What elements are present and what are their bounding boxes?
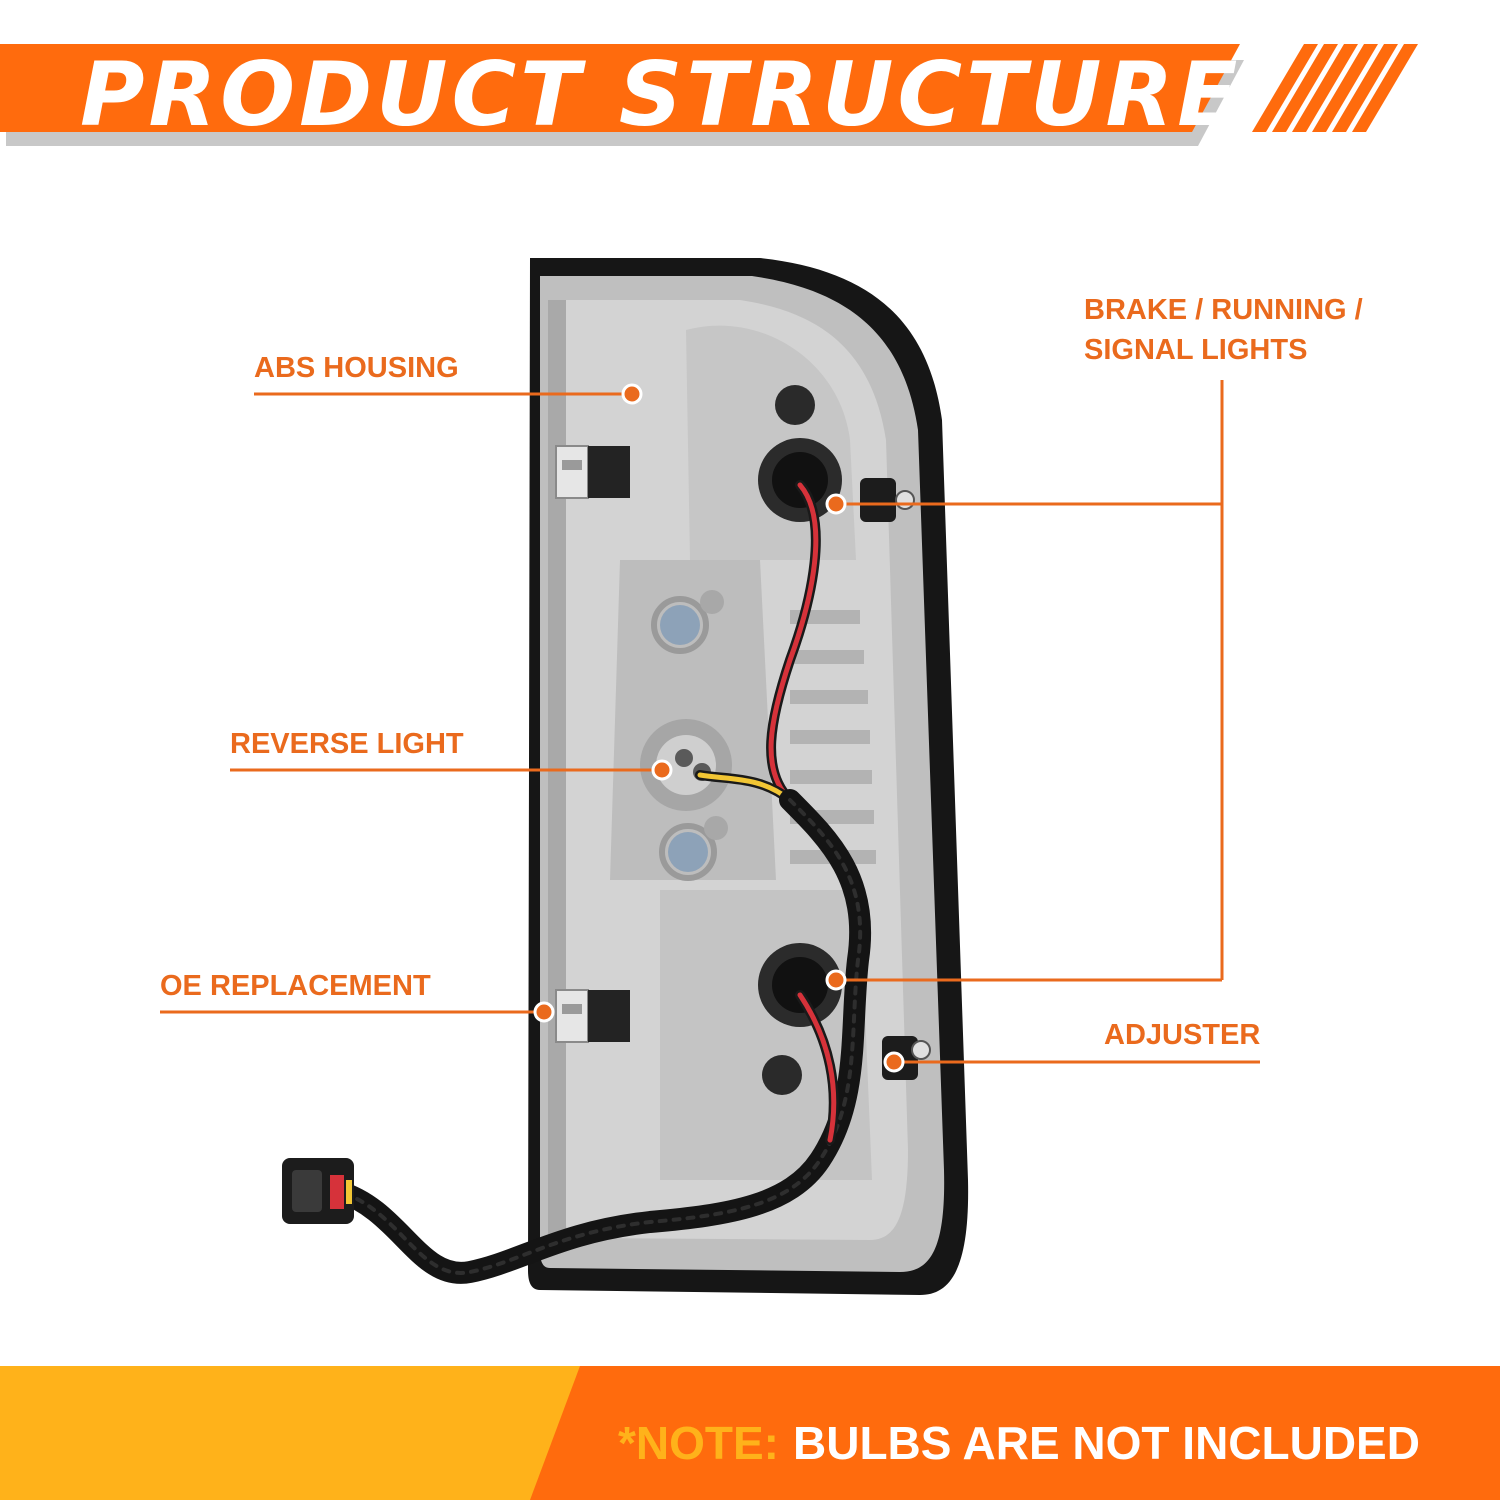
callout-brake-running-line2: SIGNAL LIGHTS: [1084, 334, 1308, 366]
lower-rivet-ring: [659, 823, 717, 881]
lower-bulb-socket-inner: [772, 957, 828, 1013]
banner-stripes: [1252, 44, 1418, 132]
reverse-socket-hole-a: [675, 749, 693, 767]
brake-signal-lower-dot: [825, 969, 847, 991]
connector-plug: [282, 1158, 354, 1224]
brake-signal-upper-dot: [825, 493, 847, 515]
callout-dots: [533, 383, 905, 1073]
page-title: PRODUCT STRUCTURE: [80, 42, 1242, 146]
upper-bulb-socket-inner: [772, 452, 828, 508]
upper-rivet: [660, 605, 700, 645]
footer-note-body: BULBS ARE NOT INCLUDED: [793, 1417, 1420, 1469]
callout-adjuster: ADJUSTER: [1104, 1019, 1261, 1051]
upper-mount-clip: [555, 445, 630, 499]
lower-vent-hole: [762, 1055, 802, 1095]
callout-brake-running-line1: BRAKE / RUNNING /: [1084, 294, 1363, 326]
abs-housing-dot: [621, 383, 643, 405]
lower-post: [704, 816, 728, 840]
upper-rivet-ring: [651, 596, 709, 654]
callout-oe-replacement: OE REPLACEMENT: [160, 970, 431, 1002]
reverse-light-dot: [651, 759, 673, 781]
upper-vent-hole: [775, 385, 815, 425]
callout-lines: [160, 380, 1260, 1064]
oe-replacement-dot: [533, 1001, 555, 1023]
lower-mount-clip: [555, 989, 630, 1043]
adjuster-dot: [883, 1051, 905, 1073]
upper-post: [700, 590, 724, 614]
wiring-harness: [329, 480, 872, 1284]
header-banner: [0, 44, 1418, 146]
footer-note-lead: *NOTE:: [618, 1417, 779, 1469]
callout-abs-housing: ABS HOUSING: [254, 352, 459, 384]
footer-band: [0, 1366, 1500, 1500]
footer-note: *NOTE: BULBS ARE NOT INCLUDED: [618, 1408, 1420, 1478]
lower-rivet: [668, 832, 708, 872]
callout-reverse-light: REVERSE LIGHT: [230, 728, 464, 760]
